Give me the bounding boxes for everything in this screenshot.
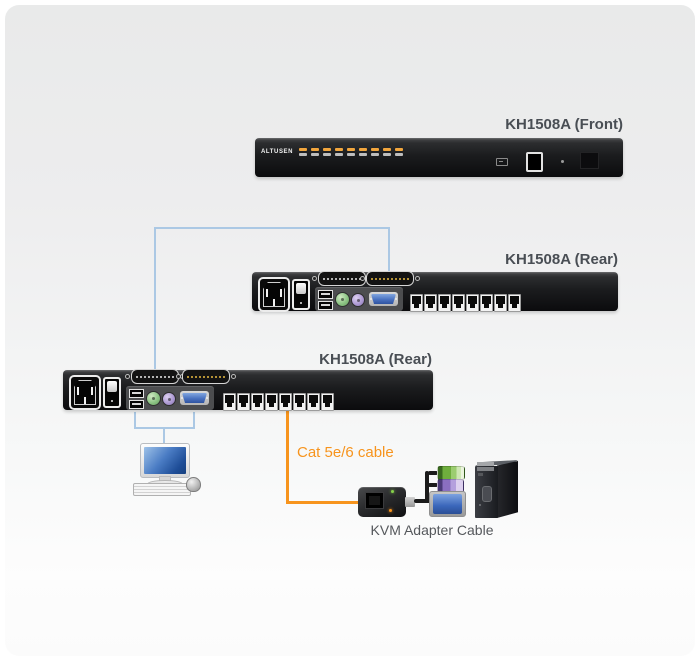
power-socket — [258, 277, 290, 312]
rj45-kvm-port — [293, 393, 306, 411]
rj45-kvm-port — [424, 294, 437, 312]
adapter-wire-to-mouse — [428, 483, 438, 487]
power-switch — [292, 279, 310, 310]
rj45-kvm-port — [508, 294, 521, 312]
rj45-jack — [365, 492, 384, 509]
rj45-kvm-port — [279, 393, 292, 411]
rj45-kvm-port — [321, 393, 334, 411]
daisy-chain-in-port — [125, 369, 185, 384]
label-front-device: KH1508A (Front) — [505, 116, 623, 133]
port-led — [323, 148, 331, 156]
usb-console-ports — [129, 389, 144, 409]
port-led — [299, 148, 307, 156]
usb-icon — [496, 158, 508, 166]
adapter-green-led — [391, 490, 394, 493]
label-middle-device: KH1508A (Rear) — [505, 251, 618, 268]
usb-console-ports — [318, 290, 333, 310]
kvm-switch-rear-view-first-station — [252, 271, 618, 312]
port-led — [335, 148, 343, 156]
adapter-orange-led — [389, 509, 392, 512]
cat5-cable-vertical — [286, 399, 289, 504]
port-led — [395, 148, 403, 156]
kvm-adapter-dongle — [358, 487, 406, 517]
rj45-kvm-port — [265, 393, 278, 411]
vga-console-port — [369, 292, 398, 306]
daisy-chain-cable-right-drop — [388, 227, 390, 277]
power-socket — [69, 375, 101, 410]
background-panel — [5, 5, 695, 656]
cat5-cable-label: Cat 5e/6 cable — [297, 444, 394, 461]
console-monitor — [140, 443, 190, 478]
rj45-kvm-port — [494, 294, 507, 312]
console-port-panel — [126, 386, 214, 410]
adapter-wire-main — [414, 499, 432, 503]
rj45-kvm-port — [480, 294, 493, 312]
vga-plug — [429, 491, 466, 517]
ps2-keyboard-port — [335, 292, 350, 307]
port-led — [371, 148, 379, 156]
kvm-switch-rear-view-chained-station — [63, 369, 433, 411]
ps2-keyboard-plug — [437, 466, 465, 480]
ps2-mouse-port — [351, 293, 365, 307]
console-bracket-stem — [163, 427, 165, 444]
rj45-kvm-port — [251, 393, 264, 411]
label-bottom-device: KH1508A (Rear) — [319, 351, 432, 368]
vga-console-port — [180, 391, 209, 405]
firmware-upgrade-port — [526, 152, 543, 172]
port-led — [347, 148, 355, 156]
daisy-chain-cable-horizontal — [154, 227, 390, 229]
console-mouse — [186, 477, 201, 492]
rj45-kvm-port — [307, 393, 320, 411]
cat5-cable-horizontal — [286, 501, 358, 504]
rj45-kvm-port — [223, 393, 236, 411]
ps2-mouse-port — [162, 392, 176, 406]
kvm-adapter-cable-label: KVM Adapter Cable — [370, 522, 494, 538]
console-bracket-right-stub — [193, 412, 195, 429]
adapter-wire-junction — [425, 471, 429, 503]
monitor-screen — [144, 447, 186, 474]
rj45-kvm-port — [410, 294, 423, 312]
adapter-wire-to-keyboard — [428, 471, 438, 475]
power-button — [580, 152, 599, 169]
server-computer-tower — [475, 460, 518, 518]
rj45-kvm-port — [466, 294, 479, 312]
port-led — [311, 148, 319, 156]
altusen-logo: ALTUSEN — [261, 149, 294, 155]
port-led-strip — [299, 148, 403, 156]
kvm-port-block — [223, 393, 334, 411]
console-keyboard — [133, 483, 191, 496]
rj45-kvm-port — [237, 393, 250, 411]
kvm-port-block — [410, 294, 521, 312]
reset-button — [561, 160, 564, 163]
daisy-chain-out-port — [176, 369, 236, 384]
port-led — [383, 148, 391, 156]
console-port-panel — [315, 287, 403, 311]
adapter-connector-stub — [405, 497, 415, 507]
port-led — [359, 148, 367, 156]
ps2-keyboard-port — [146, 391, 161, 406]
console-bracket-left-stub — [134, 412, 136, 429]
daisy-chain-out-port — [360, 271, 420, 286]
power-switch — [103, 377, 121, 408]
kvm-switch-front-view: ALTUSEN — [255, 138, 623, 177]
rj45-kvm-port — [438, 294, 451, 312]
daisy-chain-cable-left-drop — [154, 227, 156, 375]
daisy-chain-in-port — [312, 271, 372, 286]
rj45-kvm-port — [452, 294, 465, 312]
